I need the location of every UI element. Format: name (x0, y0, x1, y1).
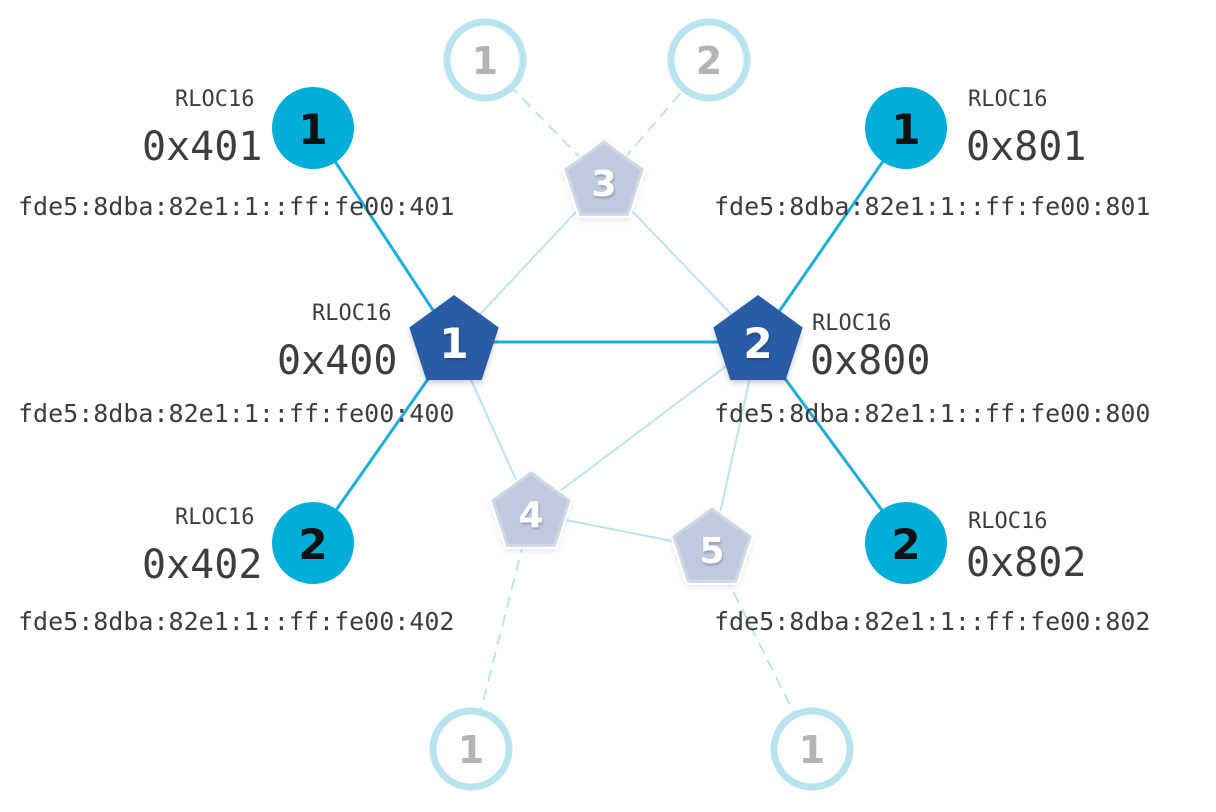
faded-router-shape (672, 507, 752, 583)
child-circle-shape (865, 87, 947, 169)
link-faded-router-3-to-ghost-child-top-right (622, 88, 685, 161)
text-labels-layer: RLOC160x401fde5:8dba:82e1:1::ff:fe00:401… (18, 87, 1151, 636)
rloc16-value-txt-401-value: 0x401 (142, 124, 262, 170)
ghost-child-node-1[interactable]: 1 (429, 707, 513, 791)
ipv6-address-text-txt-801-addr: fde5:8dba:82e1:1::ff:fe00:801 (714, 192, 1151, 221)
faded-router-number: 4 (518, 495, 543, 536)
rloc16-value-txt-400-value: 0x400 (277, 338, 397, 384)
link-router-800-to-faded-router-5 (717, 375, 752, 521)
rloc16-caption-txt-401-label: RLOC16 (175, 87, 254, 112)
router-pentagon-shape (409, 295, 499, 381)
rloc16-value-txt-800-value: 0x800 (810, 338, 930, 384)
rloc16-caption-txt-802-label: RLOC16 (968, 509, 1047, 534)
child-circle-shape (272, 87, 354, 169)
ipv6-address-text-txt-402-addr: fde5:8dba:82e1:1::ff:fe00:402 (18, 607, 455, 636)
ghost-child-circle (667, 18, 751, 102)
child-node-number: 2 (891, 520, 920, 569)
ipv6-address-text-txt-400-addr: fde5:8dba:82e1:1::ff:fe00:400 (18, 399, 455, 428)
rloc16-value-txt-402-value: 0x402 (142, 542, 262, 588)
ipv6-address-text-txt-800-addr: fde5:8dba:82e1:1::ff:fe00:800 (714, 399, 1151, 428)
link-router-400-to-child-401 (332, 159, 436, 314)
ghost-children-layer: 1 2 1 1 (429, 18, 854, 791)
child-node-0x801[interactable]: 1 (865, 87, 947, 169)
router-node-number: 2 (743, 319, 772, 368)
router-node-0x800[interactable]: 2 (713, 295, 803, 381)
faded-router-number: 5 (699, 531, 724, 572)
child-node-number: 1 (891, 105, 920, 154)
link-faded-router-3-to-ghost-child-top-left (511, 86, 585, 162)
rloc16-value-txt-801-value: 0x801 (966, 124, 1086, 170)
link-faded-router-4-to-faded-router-5 (559, 517, 684, 545)
ipv6-address-text-txt-802-addr: fde5:8dba:82e1:1::ff:fe00:802 (714, 607, 1151, 636)
rloc16-caption-txt-402-label: RLOC16 (175, 505, 254, 530)
link-faded-router-5-to-ghost-child-bottom-right (724, 574, 796, 716)
rloc16-caption-txt-800-label: RLOC16 (812, 311, 891, 336)
router-node-number: 1 (439, 319, 468, 368)
link-router-400-to-faded-router-4 (467, 373, 520, 487)
child-circle-shape (865, 502, 947, 584)
child-node-0x802[interactable]: 2 (865, 502, 947, 584)
ghost-child-node-1[interactable]: 1 (770, 707, 854, 791)
links-layer (332, 86, 886, 716)
router-node-0x400[interactable]: 1 (409, 295, 499, 381)
ghost-child-number: 2 (696, 39, 722, 83)
faded-router-node-4[interactable]: 4 (488, 468, 574, 550)
faded-routers-layer: 3 4 5 (488, 137, 755, 586)
faded-router-node-5[interactable]: 5 (669, 504, 755, 586)
child-node-number: 1 (298, 105, 327, 154)
ghost-child-number: 1 (458, 728, 484, 772)
faded-router-number: 3 (591, 164, 616, 205)
child-node-0x401[interactable]: 1 (272, 87, 354, 169)
ghost-child-node-1[interactable]: 1 (443, 18, 527, 102)
router-pentagon-shape (713, 295, 803, 381)
faded-router-shape (564, 140, 644, 216)
link-router-400-to-faded-router-3 (477, 202, 585, 318)
ipv6-address-text-txt-401-addr: fde5:8dba:82e1:1::ff:fe00:401 (18, 192, 455, 221)
ghost-child-number: 1 (472, 39, 498, 83)
ghost-child-number: 1 (799, 728, 825, 772)
rloc16-value-txt-802-value: 0x802 (966, 540, 1086, 586)
child-node-0x402[interactable]: 2 (272, 502, 354, 584)
link-router-800-to-child-802 (777, 369, 885, 514)
link-router-800-to-faded-router-3 (623, 202, 735, 318)
link-router-400-to-child-402 (333, 369, 436, 513)
ghost-child-circle (429, 707, 513, 791)
ghost-child-node-2[interactable]: 2 (667, 18, 751, 102)
link-router-800-to-child-801 (776, 158, 886, 315)
rloc16-caption-txt-801-label: RLOC16 (968, 87, 1047, 112)
ghost-child-circle (770, 707, 854, 791)
link-router-800-to-faded-router-4 (553, 362, 731, 496)
link-faded-router-4-to-ghost-child-bottom-left (479, 541, 525, 713)
faded-router-shape (491, 471, 571, 547)
faded-router-node-3[interactable]: 3 (561, 137, 647, 219)
rloc16-caption-txt-400-label: RLOC16 (312, 301, 391, 326)
ghost-child-circle (443, 18, 527, 102)
child-node-number: 2 (298, 520, 327, 569)
child-circle-shape (272, 502, 354, 584)
